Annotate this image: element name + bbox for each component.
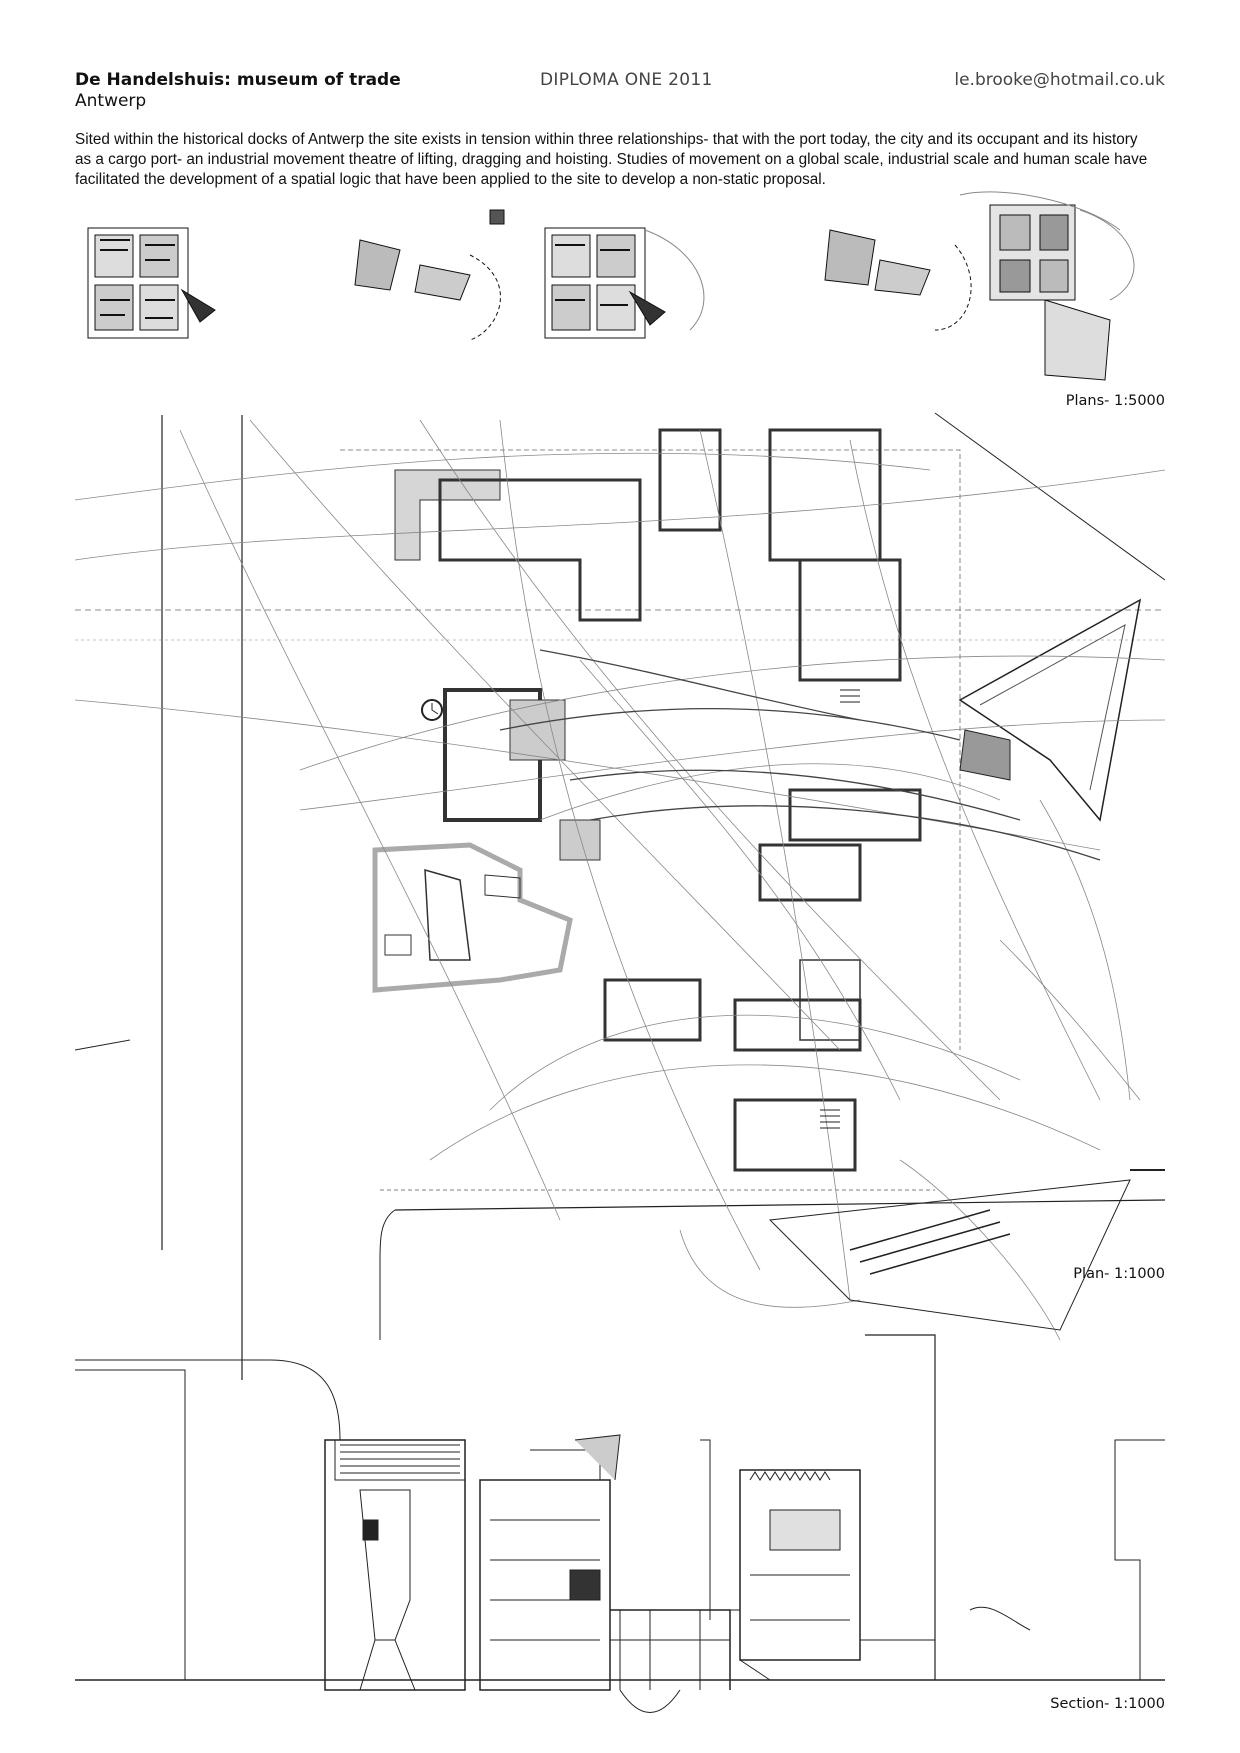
section-caption: Section- 1:1000 (1050, 1696, 1165, 1712)
course-label: DIPLOMA ONE 2011 (540, 70, 713, 90)
plan-thumbnail-3 (824, 191, 1135, 381)
contact-email[interactable]: le.brooke@hotmail.co.uk (954, 70, 1165, 90)
intro-paragraph: Sited within the historical docks of Ant… (75, 131, 1148, 188)
project-title: De Handelshuis: museum of trade (75, 70, 401, 90)
main-plan-drawing (74, 412, 1166, 1441)
plans-caption: Plans- 1:5000 (1065, 393, 1165, 409)
project-location: Antwerp (75, 91, 147, 111)
plan-thumbnail-1 (87, 227, 216, 339)
plan-thumbnail-2 (354, 209, 705, 341)
plan-caption: Plan- 1:1000 (1073, 1266, 1165, 1282)
section-drawing (75, 1334, 1165, 1713)
